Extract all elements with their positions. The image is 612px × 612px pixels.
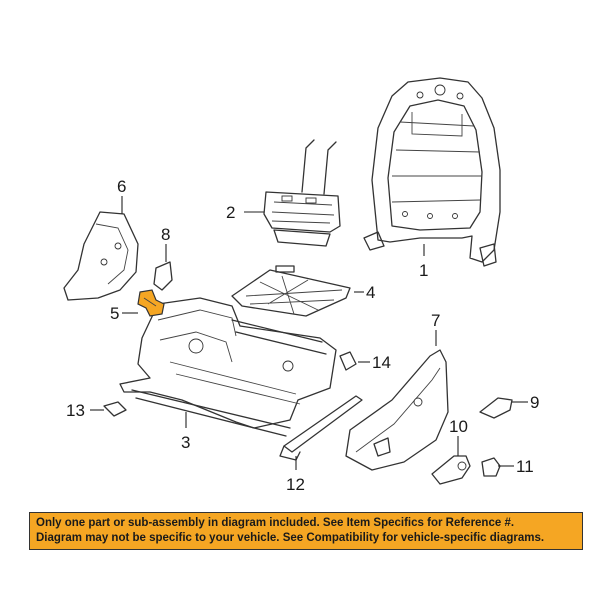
part-10-lever: [431, 455, 471, 485]
callout-12: 12: [286, 475, 305, 494]
part-2-lumbar-panel: [263, 139, 341, 247]
callout-1: 1: [419, 261, 428, 280]
callout-11: 11: [516, 457, 534, 476]
disclaimer-line-2: Diagram may not be specific to your vehi…: [36, 532, 545, 544]
disclaimer-banner: Only one part or sub-assembly in diagram…: [29, 512, 583, 550]
part-3-cushion-frame: [119, 297, 337, 437]
callout-10: 10: [449, 417, 468, 436]
callout-3: 3: [181, 433, 190, 452]
part-14-clip: [339, 351, 357, 371]
part-13-clip: [103, 401, 127, 417]
part-11-cap: [481, 457, 501, 477]
callout-13: 13: [66, 401, 85, 420]
callout-9: 9: [530, 393, 539, 412]
part-5-bracket-highlighted: [137, 289, 165, 317]
callout-6: 6: [117, 177, 126, 196]
leader-lines: [90, 196, 528, 470]
part-12-rail-cover: [279, 395, 363, 461]
callout-8: 8: [161, 225, 170, 244]
part-6-side-shield: [63, 211, 139, 301]
callout-4: 4: [366, 283, 375, 302]
part-9-knob-cover: [479, 397, 513, 419]
callout-14: 14: [372, 353, 391, 372]
callout-7: 7: [431, 311, 440, 330]
part-1-seatback-frame: [363, 77, 501, 267]
callout-2: 2: [226, 203, 235, 222]
part-4-spring-mat: [231, 265, 351, 317]
part-7-side-cover: [345, 349, 449, 471]
callout-5: 5: [110, 304, 119, 323]
part-8-clip: [153, 261, 173, 291]
disclaimer-line-1: Only one part or sub-assembly in diagram…: [36, 517, 515, 529]
